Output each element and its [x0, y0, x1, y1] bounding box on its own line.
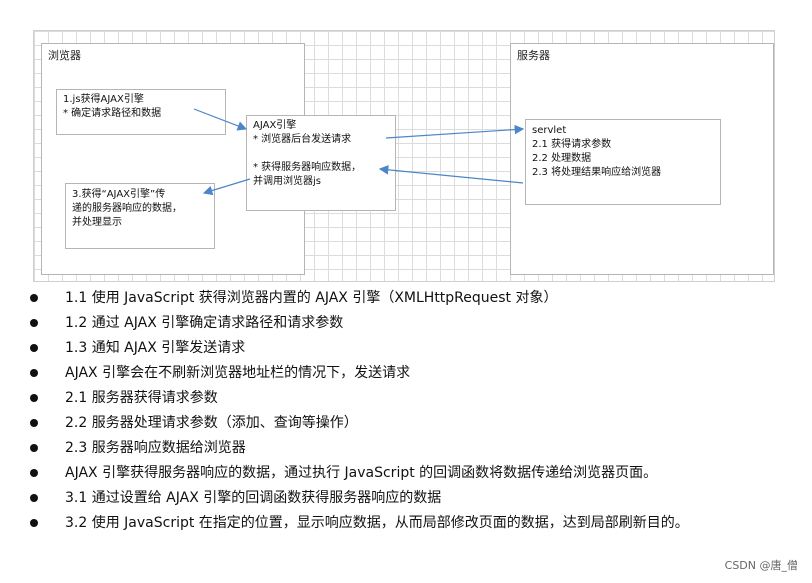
- bullet-list: 1.1 使用 JavaScript 获得浏览器内置的 AJAX 引擎（XMLHt…: [28, 286, 788, 536]
- bullet-item: 3.1 通过设置给 AJAX 引擎的回调函数获得服务器响应的数据: [28, 486, 788, 511]
- bullet-item: 3.2 使用 JavaScript 在指定的位置，显示响应数据，从而局部修改页面…: [28, 511, 788, 536]
- arrow-ajax-to-display: [202, 178, 251, 196]
- servlet-box: servlet 2.1 获得请求参数 2.2 处理数据 2.3 将处理结果响应给…: [525, 119, 721, 205]
- step1-js-box: 1.js获得AJAX引擎 * 确定请求路径和数据: [56, 89, 226, 135]
- server-label: 服务器: [517, 49, 550, 62]
- bullet-item: 2.2 服务器处理请求参数（添加、查询等操作）: [28, 411, 788, 436]
- bullet-item: 2.1 服务器获得请求参数: [28, 386, 788, 411]
- arrow-js-to-ajax: [193, 108, 248, 131]
- step3-display-box: 3.获得“AJAX引擎”传 递的服务器响应的数据， 并处理显示: [65, 183, 215, 249]
- bullet-item: AJAX 引擎会在不刷新浏览器地址栏的情况下，发送请求: [28, 361, 788, 386]
- arrow-ajax-to-servlet: [385, 124, 525, 139]
- bullet-item: 1.2 通过 AJAX 引擎确定请求路径和请求参数: [28, 311, 788, 336]
- bullet-item: 1.1 使用 JavaScript 获得浏览器内置的 AJAX 引擎（XMLHt…: [28, 286, 788, 311]
- bullet-item: 2.3 服务器响应数据给浏览器: [28, 436, 788, 461]
- arrow-servlet-to-ajax: [378, 165, 524, 184]
- bullet-item: AJAX 引擎获得服务器响应的数据，通过执行 JavaScript 的回调函数将…: [28, 461, 788, 486]
- watermark: CSDN @唐_僧: [724, 559, 798, 572]
- bullet-item: 1.3 通知 AJAX 引擎发送请求: [28, 336, 788, 361]
- ajax-flow-diagram: 浏览器 服务器 1.js获得AJAX引擎 * 确定请求路径和数据 AJAX引擎 …: [33, 30, 775, 282]
- flow-arrows: [193, 108, 525, 196]
- browser-label: 浏览器: [48, 49, 81, 62]
- ajax-engine-box: AJAX引擎 * 浏览器后台发送请求 * 获得服务器响应数据， 并调用浏览器js: [246, 115, 396, 211]
